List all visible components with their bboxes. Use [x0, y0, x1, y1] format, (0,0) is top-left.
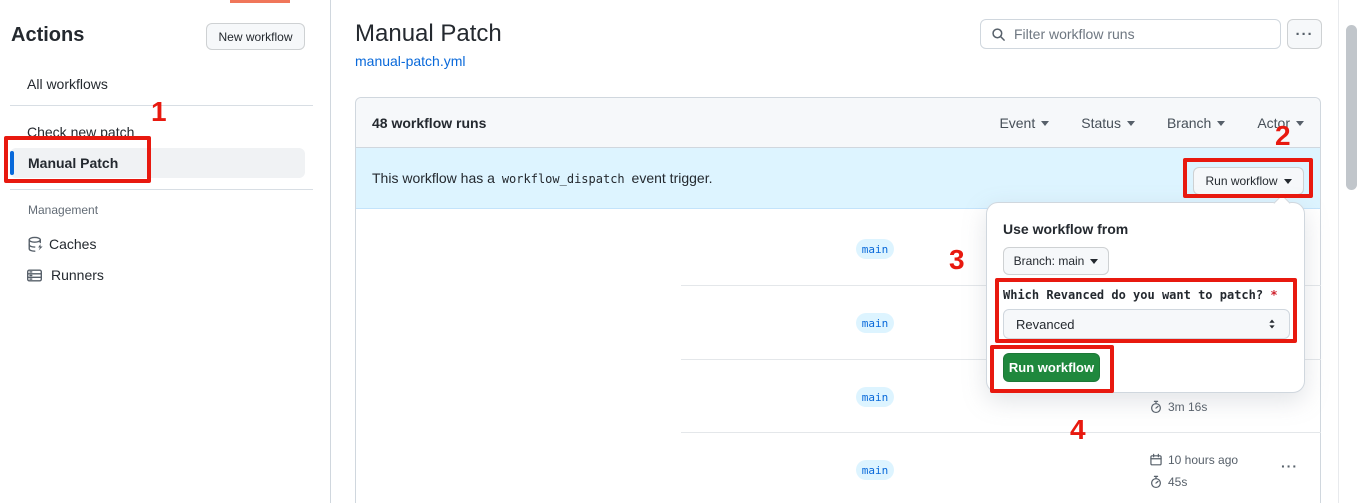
up-down-arrows-icon — [1269, 319, 1275, 329]
calendar-icon — [1150, 453, 1162, 466]
run-duration: 3m 16s — [1149, 400, 1207, 414]
branch-badge[interactable]: main — [856, 313, 894, 333]
kebab-icon: ··· — [1295, 25, 1314, 43]
annotation-number-1: 1 — [151, 96, 167, 127]
sidebar-item-caches[interactable]: Caches — [49, 236, 97, 252]
filter-actor[interactable]: Actor — [1257, 115, 1304, 131]
branch-badge[interactable]: main — [856, 460, 894, 480]
annotation-number-4: 4 — [1070, 414, 1086, 445]
chevron-down-icon — [1126, 121, 1135, 126]
selected-accent-bar — [10, 151, 14, 175]
sidebar-border — [330, 0, 331, 503]
run-duration: 45s — [1149, 475, 1187, 489]
annotation-number-3: 3 — [949, 244, 965, 275]
branch-selector-button[interactable]: Branch: main — [1003, 247, 1109, 275]
sidebar-title: Actions — [11, 24, 85, 46]
row-divider — [681, 432, 1321, 433]
chevron-down-icon — [1296, 121, 1304, 126]
run-age: 10 hours ago — [1149, 453, 1238, 467]
select-value: Revanced — [1016, 316, 1075, 332]
chevron-down-icon — [1217, 121, 1226, 126]
sidebar-divider — [10, 105, 313, 106]
run-workflow-popup: Use workflow from Branch: main Which Rev… — [986, 202, 1305, 393]
new-workflow-button[interactable]: New workflow — [206, 23, 305, 50]
chevron-down-icon — [1041, 121, 1050, 126]
top-orange-bar — [230, 0, 290, 3]
sidebar-item-manual-patch[interactable] — [10, 148, 305, 178]
runs-table-header: 48 workflow runs Event Status Branch Act… — [356, 98, 1320, 148]
sidebar-item-all-workflows[interactable]: All workflows — [27, 76, 108, 92]
filter-branch[interactable]: Branch — [1167, 115, 1226, 131]
search-icon — [992, 27, 1005, 41]
filter-status[interactable]: Status — [1081, 115, 1135, 131]
runners-icon — [26, 267, 43, 289]
run-kebab-button[interactable]: ··· — [1281, 458, 1298, 474]
revanced-select[interactable]: Revanced — [1003, 309, 1290, 339]
branch-badge[interactable]: main — [856, 239, 894, 259]
filter-event[interactable]: Event — [999, 115, 1050, 131]
workflow-dispatch-code: workflow_dispatch — [501, 172, 625, 186]
run-workflow-dropdown-button[interactable]: Run workflow — [1193, 167, 1304, 195]
filter-runs-searchbox[interactable] — [980, 19, 1281, 49]
stopwatch-icon — [1151, 475, 1161, 489]
workflow-dispatch-banner: This workflow has a workflow_dispatch ev… — [356, 148, 1320, 209]
search-input[interactable] — [1014, 26, 1254, 42]
popup-heading: Use workflow from — [1003, 221, 1129, 237]
page-kebab-button[interactable]: ··· — [1287, 19, 1322, 49]
runs-filters: Event Status Branch Actor — [999, 98, 1304, 148]
sidebar-divider — [10, 189, 313, 190]
input-label: Which Revanced do you want to patch? * — [1003, 288, 1278, 302]
sidebar-item-runners[interactable]: Runners — [51, 267, 104, 283]
chevron-down-icon — [1090, 258, 1099, 264]
run-workflow-submit-button[interactable]: Run workflow — [1003, 353, 1100, 382]
stopwatch-icon — [1151, 400, 1161, 414]
workflow-file-link[interactable]: manual-patch.yml — [355, 53, 466, 69]
sidebar-item-check-new-patch[interactable]: Check new patch — [27, 124, 135, 140]
branch-badge[interactable]: main — [856, 387, 894, 407]
sidebar-item-manual-patch-label[interactable]: Manual Patch — [28, 155, 119, 171]
runs-count: 48 workflow runs — [372, 114, 487, 131]
chevron-down-icon — [1283, 178, 1292, 184]
required-asterisk: * — [1270, 288, 1278, 302]
cache-database-icon — [27, 236, 44, 258]
content-edge-line — [1338, 0, 1339, 503]
page-title: Manual Patch — [355, 20, 502, 47]
management-section-label: Management — [28, 203, 99, 217]
banner-text: This workflow has a workflow_dispatch ev… — [372, 170, 713, 186]
scrollbar-thumb[interactable] — [1346, 25, 1357, 190]
annotation-number-2: 2 — [1275, 120, 1291, 151]
